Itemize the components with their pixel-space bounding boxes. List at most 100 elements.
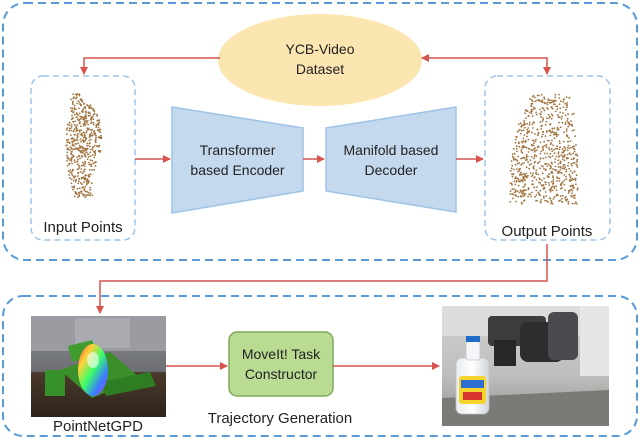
point — [544, 123, 547, 126]
point — [575, 153, 578, 156]
point — [541, 120, 544, 123]
point — [87, 153, 90, 156]
point — [531, 139, 534, 142]
point — [78, 94, 81, 97]
point — [539, 113, 542, 116]
point — [76, 128, 78, 131]
point — [565, 168, 568, 171]
point — [532, 172, 534, 175]
point — [567, 161, 570, 164]
point — [79, 115, 82, 118]
point — [551, 131, 554, 134]
point — [561, 155, 564, 158]
point — [514, 158, 517, 161]
point — [519, 189, 522, 192]
point — [70, 150, 73, 153]
point — [534, 107, 536, 110]
point — [569, 180, 571, 183]
point — [89, 163, 92, 166]
point — [84, 138, 87, 141]
point — [72, 179, 75, 182]
point — [68, 162, 71, 165]
point — [77, 100, 80, 103]
point — [517, 123, 520, 126]
point — [527, 147, 530, 150]
point — [544, 169, 547, 172]
point — [527, 174, 529, 177]
point — [78, 129, 81, 132]
point — [537, 131, 540, 134]
point — [91, 194, 94, 197]
point — [80, 104, 82, 107]
point — [540, 165, 543, 167]
point — [66, 160, 68, 162]
point — [71, 137, 74, 140]
point — [78, 155, 81, 158]
point — [557, 159, 560, 162]
point — [524, 141, 527, 144]
point — [570, 164, 573, 167]
point — [553, 152, 556, 155]
point — [572, 112, 575, 115]
point — [566, 198, 569, 201]
point — [79, 98, 82, 101]
point — [77, 182, 80, 185]
point — [553, 185, 555, 188]
point — [556, 114, 559, 116]
point — [566, 134, 569, 137]
point — [81, 134, 84, 137]
point — [536, 134, 539, 137]
point — [89, 104, 92, 106]
point — [538, 192, 540, 195]
point — [517, 170, 519, 173]
point — [525, 172, 528, 175]
point — [83, 125, 85, 127]
point — [76, 124, 79, 126]
point — [515, 200, 517, 203]
point — [80, 176, 83, 179]
point — [80, 118, 82, 120]
point — [74, 175, 77, 178]
point — [524, 146, 527, 149]
point — [76, 187, 79, 190]
point — [95, 138, 97, 141]
point — [531, 110, 533, 113]
point — [552, 144, 554, 147]
point — [89, 138, 92, 141]
point — [513, 191, 516, 194]
point — [95, 136, 97, 139]
point — [576, 188, 579, 191]
point — [79, 157, 81, 160]
ycb-video-dataset-node — [218, 14, 422, 106]
point — [527, 115, 530, 118]
point — [84, 134, 86, 137]
point — [67, 157, 69, 160]
point — [93, 144, 96, 147]
point — [100, 136, 103, 139]
point — [78, 180, 80, 183]
point — [552, 100, 554, 103]
point — [92, 123, 95, 126]
point — [552, 168, 554, 171]
point — [94, 160, 97, 163]
point — [558, 97, 561, 99]
point — [89, 188, 92, 191]
dataset-label: YCB-Video Dataset — [250, 39, 390, 79]
point — [531, 131, 533, 134]
point — [513, 158, 515, 161]
point — [68, 124, 71, 127]
point — [87, 182, 90, 184]
point — [530, 98, 533, 101]
point — [68, 177, 71, 179]
point — [566, 153, 569, 156]
point — [72, 129, 75, 132]
point — [534, 195, 536, 198]
point — [94, 150, 97, 152]
point — [534, 154, 536, 156]
point — [535, 171, 537, 174]
point — [527, 151, 530, 153]
point — [551, 114, 554, 117]
point — [86, 142, 89, 145]
point — [530, 163, 532, 165]
point — [541, 179, 543, 182]
